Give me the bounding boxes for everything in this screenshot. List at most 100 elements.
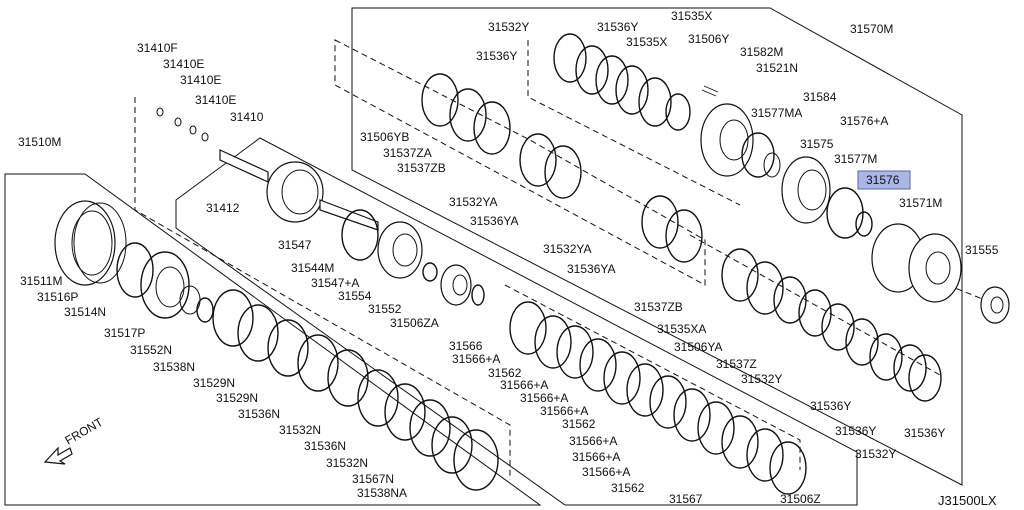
part-label[interactable]: 31535X [671,9,712,23]
part-label[interactable]: 31510M [18,135,61,149]
part-label[interactable]: 31554 [338,289,372,303]
part-label[interactable]: 31552 [368,302,402,316]
part-label[interactable]: 31532YA [543,242,592,256]
part-label[interactable]: 31532Y [488,20,529,34]
part-label[interactable]: 31532Y [741,372,782,386]
part-label[interactable]: 31506Z [780,492,821,506]
retainer-31575 [781,156,831,224]
dashed-group-d [689,234,941,376]
ring-31576 [855,211,873,237]
ring-31567N [431,416,473,474]
part-labels: 31410F 31410E 31410E 31410E 31410 31510M 31412… [18,9,999,506]
highlight-box [857,170,911,190]
seal-31577M [826,187,864,239]
shaft-31412 [219,149,379,231]
part-label[interactable]: 31577M [834,152,877,166]
part-label[interactable]: 31562 [611,481,645,495]
diagram-code: J31500LX [938,493,997,508]
part-label[interactable]: 31571M [899,196,942,210]
part-label[interactable]: 31555 [965,243,999,257]
part-label[interactable]: 31537Z [716,357,757,371]
part-label[interactable]: 31570M [850,22,893,36]
part-label[interactable]: 31575 [800,137,834,151]
part-label[interactable]: 31535X [626,35,667,49]
plates-31532Y-top [553,33,691,131]
part-label[interactable]: 31535XA [657,322,706,336]
part-label[interactable]: 31514N [64,305,106,319]
ring-31517P [196,297,214,323]
part-label[interactable]: 31582M [740,45,783,59]
front-arrow-icon [43,446,73,465]
part-label[interactable]: 31537ZA [383,146,432,160]
piston-31584 [700,103,754,177]
part-label[interactable]: 31517P [104,326,145,340]
part-label[interactable]: 31566+A [520,391,568,405]
dashed-group-c [527,40,741,206]
part-label[interactable]: 31584 [803,90,837,104]
part-label[interactable]: 31410F [137,41,178,55]
hub-31571M [871,223,962,303]
part-label[interactable]: 31532N [326,456,368,470]
part-label[interactable]: 31566 [449,339,483,353]
part-label[interactable]: 31529N [193,376,235,390]
part-label[interactable]: 31536Y [810,399,851,413]
part-label[interactable]: 31566+A [582,465,630,479]
part-label[interactable]: 31547 [278,238,312,252]
part-label[interactable]: 31537ZB [397,161,446,175]
part-label[interactable]: 31576 [866,173,900,187]
part-label[interactable]: 31506ZA [390,316,439,330]
part-label[interactable]: 31521N [756,61,798,75]
snap-ring-31538NA [453,429,499,491]
part-label[interactable]: 31566+A [452,352,500,366]
part-label[interactable]: 31536Y [904,426,945,440]
part-label[interactable]: 31537ZB [634,300,683,314]
plates-31566-stack [509,301,807,495]
part-label[interactable]: 31516P [37,290,78,304]
part-label[interactable]: 31536Y [835,424,876,438]
part-label[interactable]: 31532YA [449,195,498,209]
part-label[interactable]: 31567 [669,492,703,506]
part-label[interactable]: 31567N [352,472,394,486]
ring-31547 [341,209,379,261]
part-label[interactable]: 31536N [238,407,280,421]
part-label[interactable]: 31552N [130,343,172,357]
part-label[interactable]: 31547+A [311,276,359,290]
part-label[interactable]: 31529N [216,391,258,405]
part-label[interactable]: 31566+A [572,450,620,464]
part-label[interactable]: 31536YA [470,214,519,228]
seal-31577MA [741,132,775,178]
hub-31544M [377,221,423,279]
part-label[interactable]: 31532N [279,423,321,437]
part-label[interactable]: 31511M [20,274,62,288]
part-label[interactable]: 31410E [195,93,236,107]
part-label[interactable]: 31532Y [855,447,896,461]
clips-31410E [156,107,209,142]
part-label[interactable]: 31577MA [751,106,802,120]
part-label[interactable]: 31536N [304,439,346,453]
part-label[interactable]: 31566+A [569,434,617,448]
part-label[interactable]: 31412 [206,201,240,215]
frame-31510M [4,173,542,506]
plates-31537Z-group [421,73,703,263]
part-label[interactable]: 31410E [163,57,204,71]
part-label[interactable]: 31410 [230,110,264,124]
part-label[interactable]: 31506YB [360,130,409,144]
part-label[interactable]: 31566+A [540,404,588,418]
part-label[interactable]: 31576+A [840,114,888,128]
part-label[interactable]: 31536Y [476,49,517,63]
part-label[interactable]: 31506YA [674,340,723,354]
part-label[interactable]: 31562 [488,366,522,380]
frame-31410 [175,137,858,506]
part-label[interactable]: 31538NA [357,486,407,500]
dashed-group-b [134,97,511,480]
part-label[interactable]: 31538N [153,360,195,374]
front-label: FRONT [63,414,106,447]
part-label[interactable]: 31506Y [688,32,729,46]
part-label[interactable]: 31536Y [597,20,638,34]
part-label[interactable]: 31536YA [567,262,616,276]
part-label[interactable]: 31410E [180,73,221,87]
part-label[interactable]: 31544M [291,261,334,275]
part-label[interactable]: 31562 [562,417,596,431]
part-label[interactable]: 31566+A [500,378,548,392]
